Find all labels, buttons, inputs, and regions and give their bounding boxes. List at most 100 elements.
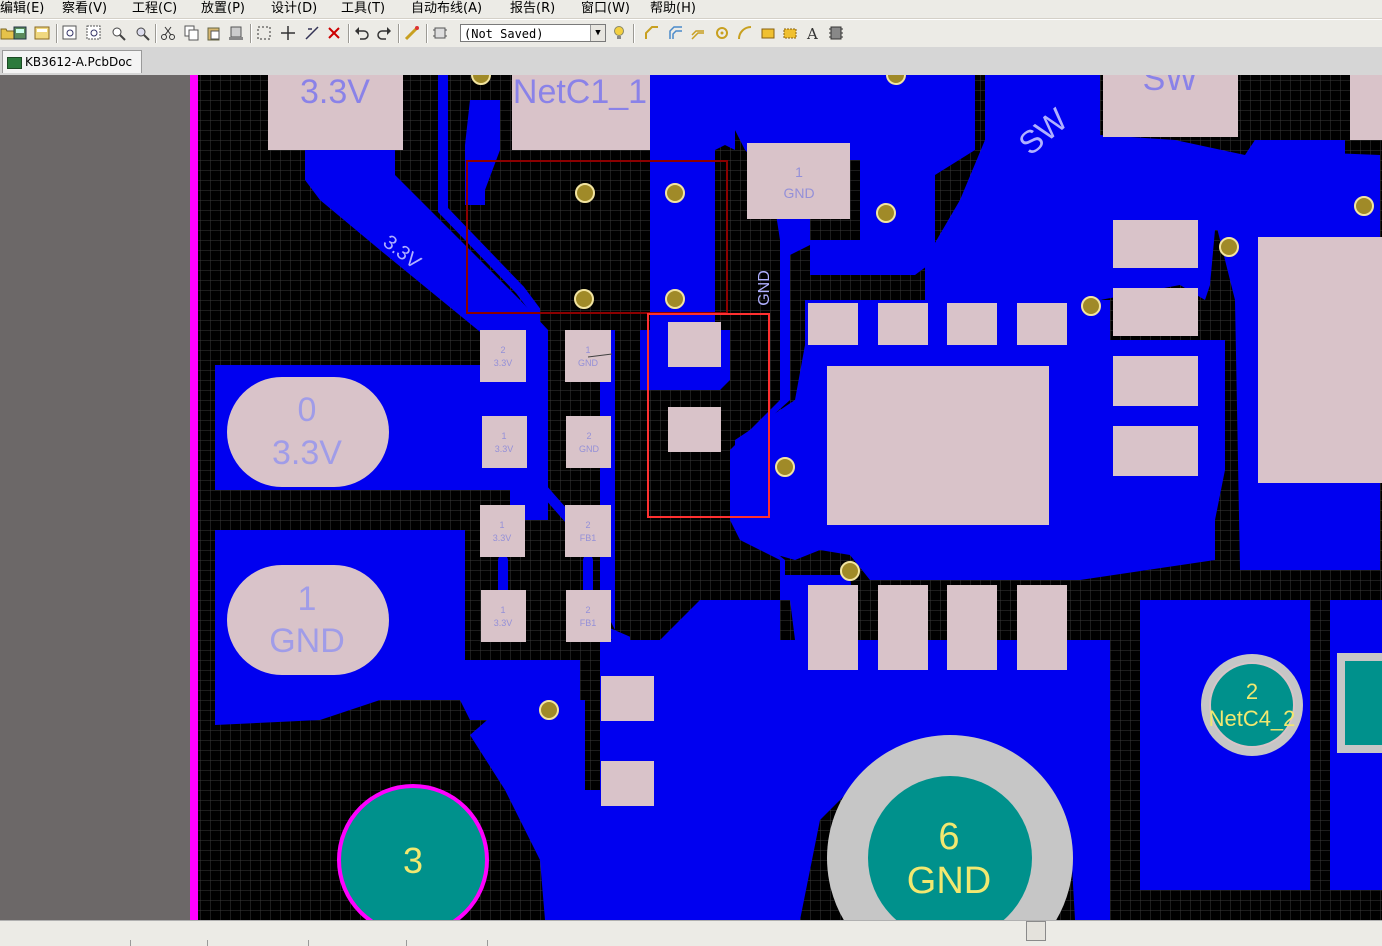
menu-reports[interactable]: 报告(R) xyxy=(510,1,556,16)
connector-pad-0-num: 0 xyxy=(298,391,317,429)
cross-probe-icon[interactable] xyxy=(404,25,420,41)
tab-pcb-document[interactable]: KB3612-A.PcbDoc * xyxy=(2,50,142,91)
pad-label-num: 2 xyxy=(586,431,591,441)
select-area-icon[interactable] xyxy=(256,25,272,41)
pcb-document-icon xyxy=(7,57,22,69)
thru-pad-6-num: 6 xyxy=(938,816,959,858)
save-icon[interactable] xyxy=(34,25,50,41)
place-fill-icon[interactable] xyxy=(760,25,776,41)
connector-pad-1-net: GND xyxy=(269,622,345,660)
copper-sw-pour xyxy=(925,75,1380,330)
menu-bar: 编辑(E) 察看(V) 工程(C) 放置(P) 设计(D) 工具(T) 自动布线… xyxy=(0,0,1382,18)
thru-pad-2-net: NetC4_2 xyxy=(1209,706,1296,731)
pad-label-num: 1 xyxy=(501,431,506,441)
menu-project[interactable]: 工程(C) xyxy=(132,1,178,16)
zoom-selected-icon[interactable] xyxy=(110,25,126,41)
clear-filter-icon[interactable] xyxy=(326,25,342,41)
label-gnd-trace: GND xyxy=(756,270,773,306)
pad-label-net: FB1 xyxy=(580,533,597,543)
menu-place[interactable]: 放置(P) xyxy=(201,1,245,16)
zoom-area-icon[interactable] xyxy=(86,25,102,41)
menu-autoroute[interactable]: 自动布线(A) xyxy=(411,1,483,16)
thru-pad-3 xyxy=(337,784,489,920)
pcb-canvas[interactable]: 3.3V NetC1_1 SW SW 3.3V GND 1 GND 2 3.3V… xyxy=(0,75,1382,920)
pad-label-net: GND xyxy=(783,185,814,201)
selection-box-dark xyxy=(466,160,728,314)
connector-pad-1-num: 1 xyxy=(298,580,317,618)
zoom-fit-icon[interactable] xyxy=(62,25,78,41)
menu-view[interactable]: 察看(V) xyxy=(62,1,108,16)
variant-combobox[interactable]: (Not Saved) ▼ xyxy=(460,24,606,42)
open-document-icon[interactable] xyxy=(12,25,28,41)
board-edge xyxy=(190,75,198,920)
svg-text:A: A xyxy=(806,25,818,41)
cut-icon[interactable] xyxy=(160,25,176,41)
place-via-icon[interactable] xyxy=(714,25,730,41)
copper-gnd-pour-left-lower xyxy=(470,700,600,920)
differential-pair-icon[interactable] xyxy=(690,25,706,41)
rubber-stamp-icon[interactable] xyxy=(228,25,244,41)
redo-icon[interactable] xyxy=(376,25,392,41)
main-toolbar: (Not Saved) ▼ A xyxy=(0,19,1382,48)
thru-pad-6-net: GND xyxy=(907,860,991,902)
connector-pad-1 xyxy=(227,565,389,675)
pad-right-square xyxy=(1345,661,1382,745)
lightbulb-icon[interactable] xyxy=(611,25,627,41)
thru-pad-2-num: 2 xyxy=(1246,679,1258,704)
copper-netc1-4-trace xyxy=(1092,240,1120,310)
zoom-filtered-icon[interactable] xyxy=(134,25,150,41)
pad-label-net: 3.3V xyxy=(494,358,513,368)
component-icon[interactable] xyxy=(828,25,844,41)
place-arc-icon[interactable] xyxy=(737,25,753,41)
pad-label-net: 3.3V xyxy=(495,444,514,454)
vias xyxy=(471,75,1374,720)
undo-icon[interactable] xyxy=(354,25,370,41)
pad-label-num: 2 xyxy=(500,345,505,355)
pad-label-num: 1 xyxy=(795,164,803,180)
document-tab-strip: KB3612-A.PcbDoc * xyxy=(0,47,1382,91)
connector-pad-0-net: 3.3V xyxy=(272,434,342,472)
pad-label-net: 3.3V xyxy=(493,533,512,543)
pad-label-num: 1 xyxy=(499,520,504,530)
route-multiple-icon[interactable] xyxy=(668,25,684,41)
menu-edit[interactable]: 编辑(E) xyxy=(0,1,45,16)
interactive-route-icon[interactable] xyxy=(644,25,660,41)
menu-design[interactable]: 设计(D) xyxy=(271,1,318,16)
copper-netc1-pour xyxy=(650,75,975,330)
component-browse-icon[interactable] xyxy=(432,25,448,41)
horizontal-scrollbar-thumb[interactable] xyxy=(1026,921,1046,941)
pad-label-net: 3.3V xyxy=(494,618,513,628)
pad-lead xyxy=(587,353,613,358)
workspace-gutter xyxy=(0,75,190,920)
pad-label-num: 1 xyxy=(585,345,590,355)
paste-icon[interactable] xyxy=(206,25,222,41)
connector-pad-0 xyxy=(227,377,389,487)
thru-pad-2 xyxy=(1209,662,1295,748)
status-bar xyxy=(0,920,1382,946)
chevron-down-icon[interactable]: ▼ xyxy=(590,25,605,41)
pad-label-num: 1 xyxy=(500,605,505,615)
pad-label-net: GND xyxy=(579,444,600,454)
variant-combobox-value: (Not Saved) xyxy=(464,27,544,41)
deselect-icon[interactable] xyxy=(304,25,320,41)
status-segment xyxy=(0,940,131,946)
label-3v3-top: 3.3V xyxy=(300,75,370,111)
menu-tools[interactable]: 工具(T) xyxy=(341,1,386,16)
pad-label-net: FB1 xyxy=(580,618,597,628)
menu-help[interactable]: 帮助(H) xyxy=(650,1,696,16)
status-segment xyxy=(309,940,407,946)
status-segment xyxy=(131,940,208,946)
thru-pad-3-num: 3 xyxy=(403,840,423,881)
move-icon[interactable] xyxy=(280,25,296,41)
menu-window[interactable]: 窗口(W) xyxy=(581,1,630,16)
place-polygon-icon[interactable] xyxy=(782,25,798,41)
smd-pads xyxy=(268,75,1382,806)
label-netc1-top: NetC1_1 xyxy=(513,75,647,111)
pad-label-num: 2 xyxy=(585,520,590,530)
copper-gnd-main xyxy=(560,130,860,920)
status-segment xyxy=(407,940,488,946)
copper-fb-stub xyxy=(465,100,500,205)
selection-box-red xyxy=(647,313,770,518)
place-string-icon[interactable]: A xyxy=(805,25,821,41)
copy-icon[interactable] xyxy=(184,25,200,41)
